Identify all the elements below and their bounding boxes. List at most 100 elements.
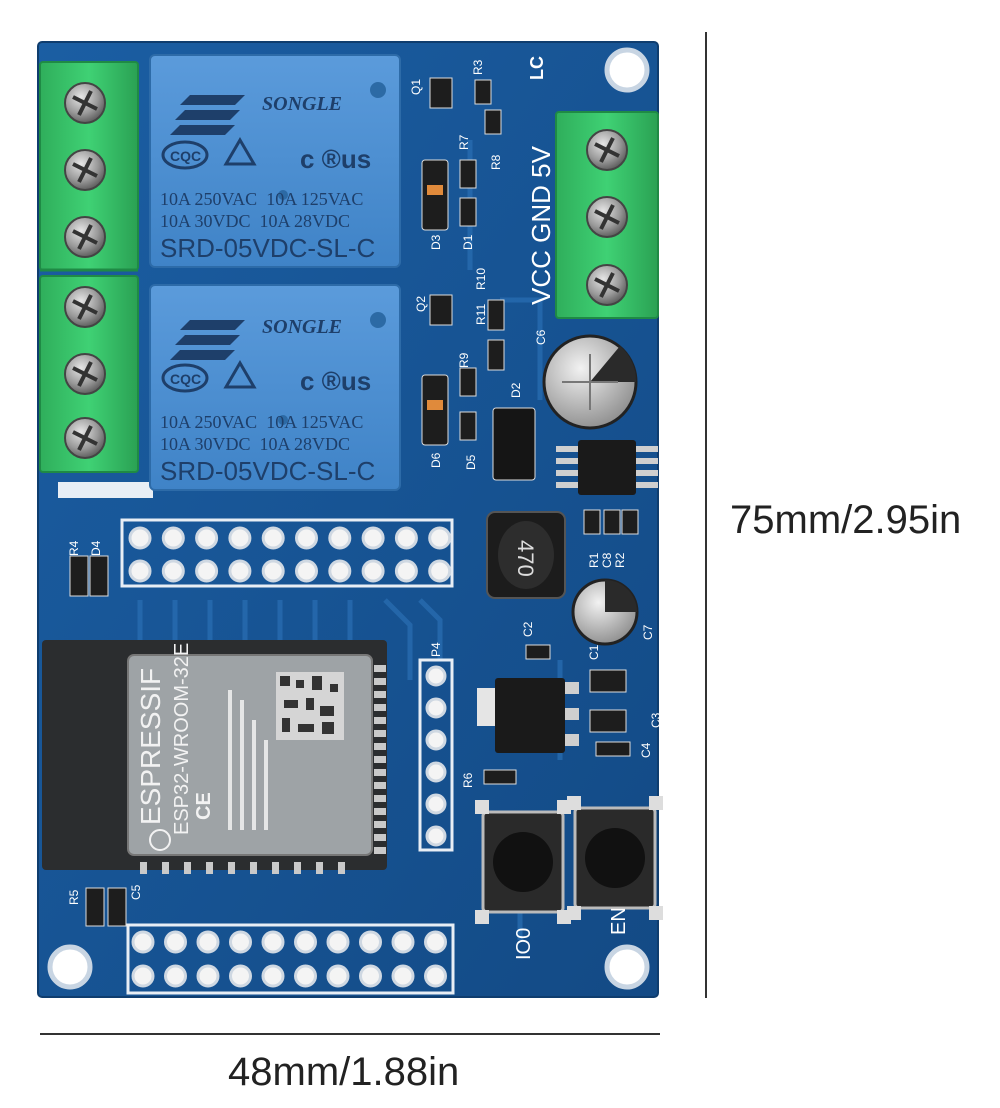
module-pad <box>374 665 386 672</box>
songle-logo <box>170 320 245 360</box>
silkscreen-ref: R4 <box>67 540 81 556</box>
silkscreen-ref: D6 <box>429 452 443 468</box>
terminal-screw <box>64 417 106 459</box>
module-pad <box>374 756 386 763</box>
silkscreen-ref: C3 <box>649 712 663 728</box>
terminal-screw <box>586 129 628 171</box>
silkscreen-ref: C7 <box>641 624 655 640</box>
relay-model: SRD-05VDC-SL-C <box>160 233 375 263</box>
header-pin <box>425 825 447 847</box>
relay-brand: SONGLE <box>262 93 342 115</box>
relay-rating-2: 10A 30VDC 10A 28VDC <box>160 434 350 454</box>
mounting-hole <box>604 944 650 990</box>
regulator-ic <box>556 440 658 495</box>
relay-2: SONGLE CQC c ®us 10A 250VAC 10A 125VAC 1… <box>149 284 401 491</box>
silkscreen-ref: R7 <box>457 134 471 150</box>
relay-ul-mark: c ®us <box>300 366 371 396</box>
terminal-screw <box>64 286 106 328</box>
header-pin <box>229 964 252 988</box>
module-pad <box>140 862 147 874</box>
header-pin <box>195 526 219 550</box>
header-pin <box>261 930 285 954</box>
songle-logo <box>170 95 245 135</box>
header-pin <box>391 930 415 954</box>
silkscreen-ref: R1 <box>587 552 601 568</box>
silkscreen-ref: C2 <box>521 621 535 637</box>
silkscreen-ref: Q2 <box>414 296 428 312</box>
header-pin <box>391 964 415 988</box>
power-terminal-label: VCC GND 5V <box>526 145 556 305</box>
io0-button <box>475 800 571 924</box>
module-pad <box>228 862 235 874</box>
header-pin <box>128 559 152 583</box>
module-pad <box>184 862 191 874</box>
header-pin <box>428 559 452 583</box>
header-pin <box>326 964 350 988</box>
header-pin <box>295 559 318 583</box>
relay-ul-mark: c ®us <box>300 144 371 174</box>
relay-model: SRD-05VDC-SL-C <box>160 456 375 486</box>
header-pin <box>295 526 318 550</box>
header-pin <box>164 930 187 954</box>
module-pad <box>374 717 386 724</box>
silkscreen-ref: R9 <box>457 352 471 368</box>
header-pin <box>359 930 382 954</box>
mounting-hole <box>604 47 650 93</box>
pin-header-p4 <box>418 658 454 852</box>
header-pin <box>228 559 252 583</box>
width-dimension-label: 48mm/1.88in <box>228 1050 460 1094</box>
header-pin <box>196 964 220 988</box>
header-pin <box>196 930 220 954</box>
en-button <box>567 796 663 920</box>
header-pin <box>164 964 187 988</box>
header-pin <box>359 964 382 988</box>
module-pad <box>294 862 301 874</box>
silkscreen-ref: P4 <box>429 642 443 657</box>
header-pin <box>394 526 418 550</box>
silkscreen-ref: R5 <box>67 889 81 905</box>
ldo-regulator <box>477 678 579 753</box>
module-pad <box>374 821 386 828</box>
corner-logo: LC <box>527 56 547 80</box>
silkscreen-ref: R2 <box>613 552 627 568</box>
header-pin <box>328 526 352 550</box>
module-brand: ESPRESSIF <box>135 668 166 825</box>
silkscreen-ref: D3 <box>429 234 443 250</box>
silkscreen-ref: D1 <box>461 234 475 250</box>
header-pin <box>328 559 352 583</box>
pin-header-top <box>120 518 454 588</box>
header-pin <box>424 930 447 954</box>
module-pad <box>250 862 257 874</box>
module-pad <box>374 782 386 789</box>
module-pad <box>272 862 279 874</box>
module-pad <box>374 808 386 815</box>
silkscreen-ref: C6 <box>534 329 548 345</box>
header-pin <box>228 526 252 550</box>
io0-button-label: IO0 <box>513 928 535 960</box>
header-pin <box>261 964 285 988</box>
electrolytic-capacitor-c6 <box>542 334 638 430</box>
relay-cert: CQC <box>170 371 201 387</box>
header-pin <box>326 930 350 954</box>
silkscreen-ref: D4 <box>89 540 103 556</box>
relay-cert: CQC <box>170 148 201 164</box>
silkscreen-ref: R3 <box>471 59 485 75</box>
header-pin <box>424 964 447 988</box>
module-pad <box>374 795 386 802</box>
header-pin <box>294 964 317 988</box>
module-pad <box>374 691 386 698</box>
header-pin <box>425 665 447 687</box>
module-pad <box>338 862 345 874</box>
module-pad <box>316 862 323 874</box>
silkscreen-ref: D2 <box>509 382 523 398</box>
module-pad <box>374 704 386 711</box>
silkscreen-ref: Q1 <box>409 79 423 95</box>
electrolytic-capacitor-c7 <box>571 578 639 646</box>
header-pin <box>361 526 385 550</box>
module-ce-mark: CE <box>193 792 215 820</box>
silkscreen-ref: R6 <box>461 772 475 788</box>
terminal-screw <box>586 264 628 306</box>
header-pin <box>425 697 447 719</box>
header-pin <box>425 729 447 751</box>
header-pin <box>128 526 152 550</box>
